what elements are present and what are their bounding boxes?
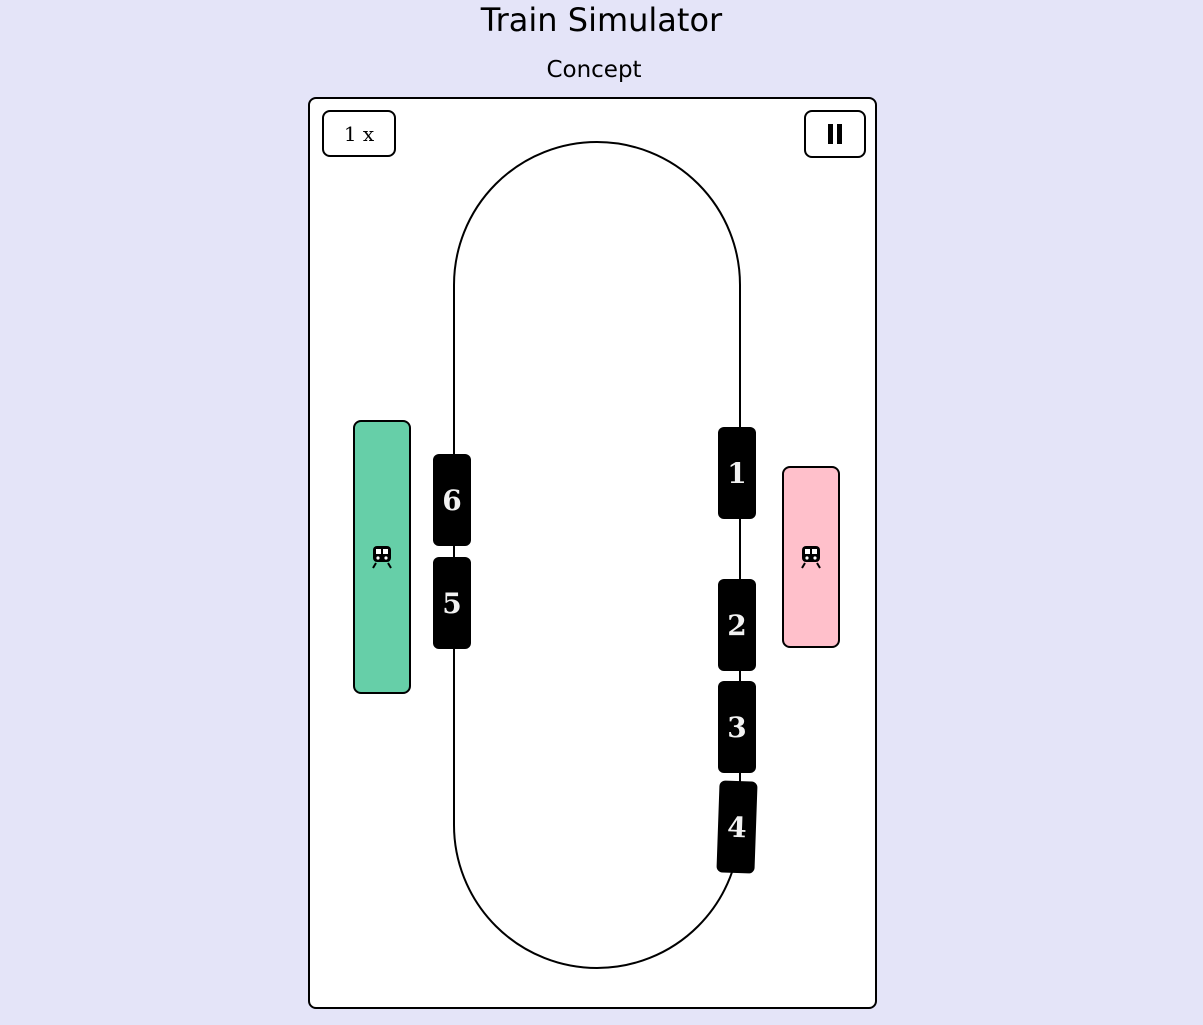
- page-title: Train Simulator: [480, 1, 723, 39]
- speed-button[interactable]: 1 x: [322, 110, 396, 157]
- station-platform-green[interactable]: [353, 420, 411, 694]
- train-car-1[interactable]: 1: [718, 427, 756, 519]
- simulation-board: 1 x 1 2 3 4 5 6: [308, 97, 877, 1009]
- page-subtitle: Concept: [546, 57, 642, 83]
- pause-button[interactable]: [804, 110, 866, 158]
- train-icon: [372, 546, 392, 569]
- train-car-4[interactable]: 4: [716, 780, 758, 874]
- train-icon: [801, 546, 821, 569]
- train-car-6[interactable]: 6: [433, 454, 471, 546]
- train-car-5[interactable]: 5: [433, 557, 471, 649]
- pause-icon: [826, 124, 844, 144]
- train-car-2[interactable]: 2: [718, 579, 756, 671]
- train-car-3[interactable]: 3: [718, 681, 756, 773]
- station-platform-pink[interactable]: [782, 466, 840, 648]
